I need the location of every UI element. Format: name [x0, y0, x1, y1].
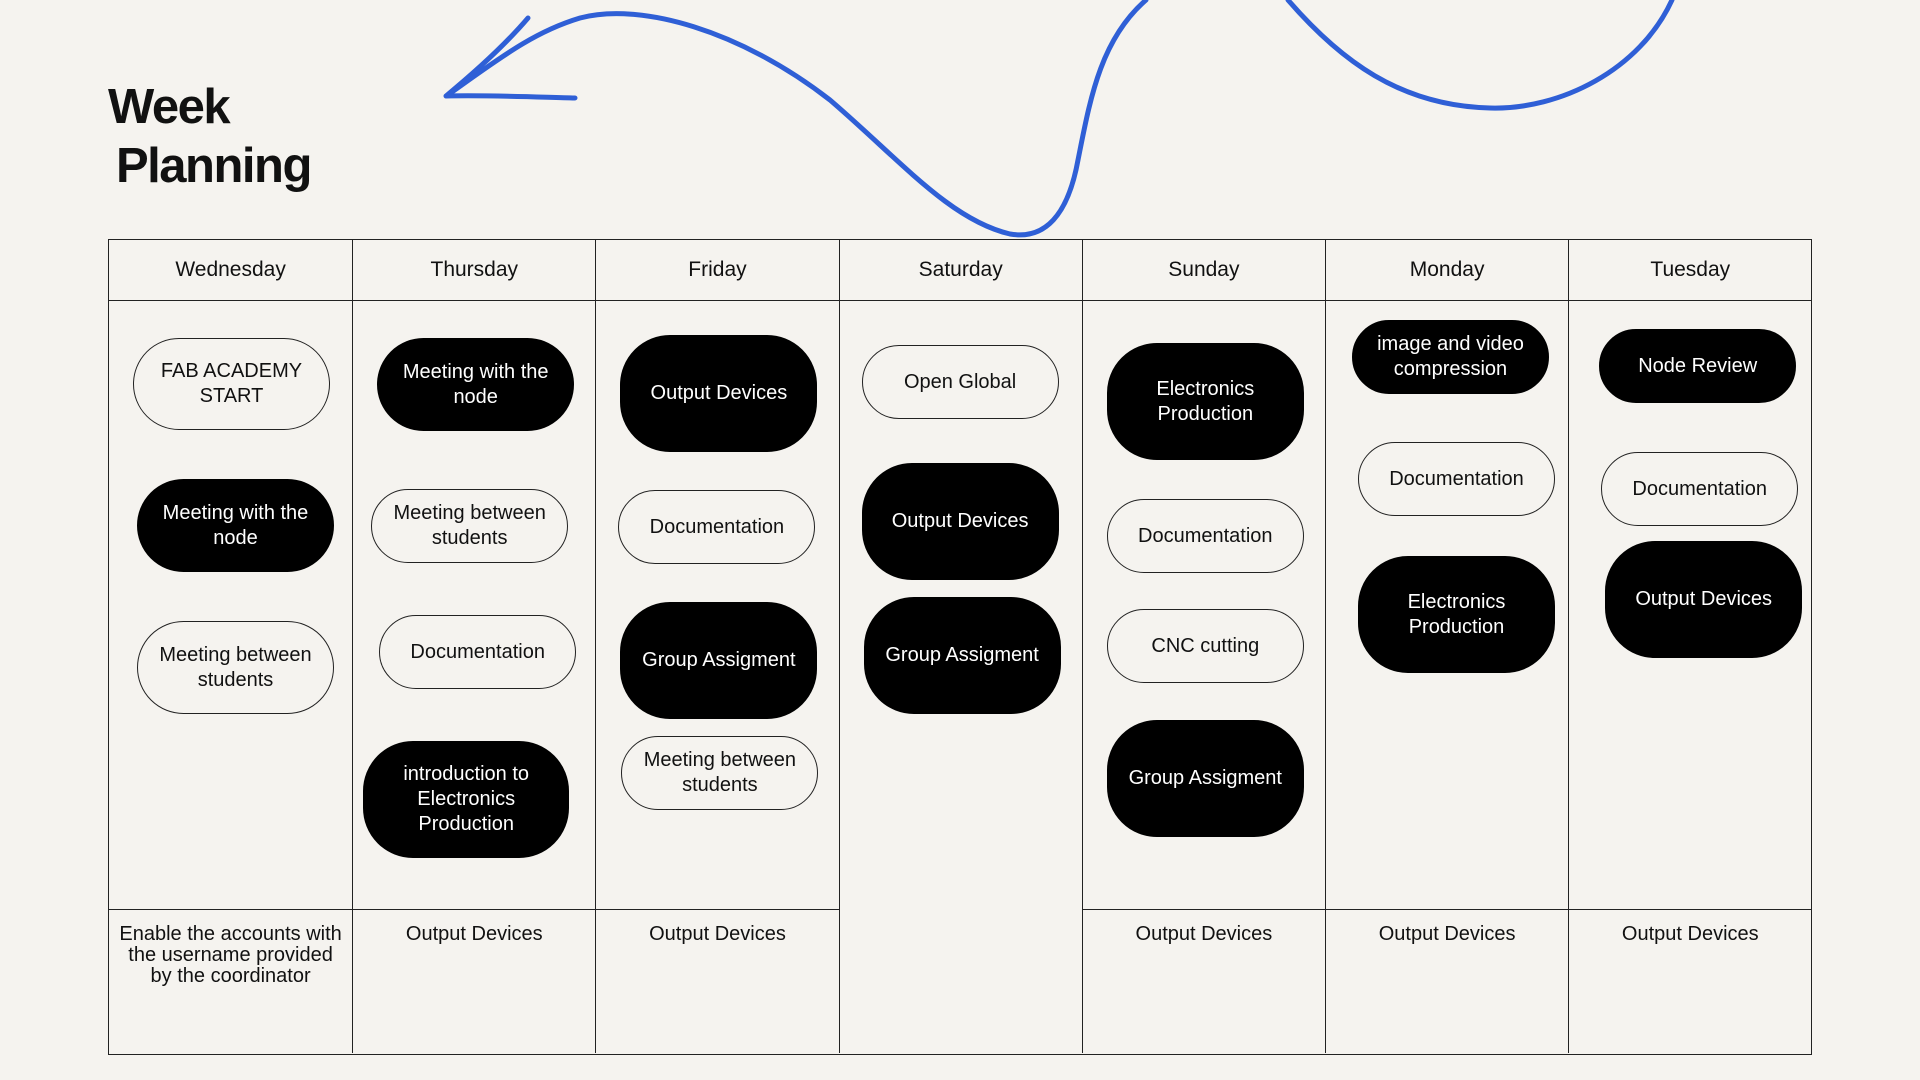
task-pill: Output Devices [620, 335, 818, 452]
week-planning-grid: Wednesday FAB ACADEMY START Meeting with… [108, 239, 1812, 1055]
task-pill: Group Assigment [863, 597, 1061, 714]
day-header: Thursday [353, 240, 596, 301]
day-footer-note: Output Devices [1621, 923, 1759, 945]
task-pill: Open Global [861, 345, 1059, 419]
task-pill: FAB ACADEMY START [133, 338, 330, 430]
task-pill: Documentation [1601, 452, 1799, 526]
task-pill: image and video compression [1352, 320, 1549, 394]
task-pill: Output Devices [1605, 541, 1803, 658]
task-pill: Meeting between students [621, 736, 819, 810]
day-column-saturday: Saturday Open Global Output Devices Grou… [838, 240, 1082, 1053]
task-pill: introduction to Electronics Production [363, 741, 570, 858]
footer-divider [1082, 909, 1325, 910]
task-pill: Group Assigment [1106, 720, 1304, 837]
task-pill: Node Review [1599, 329, 1797, 403]
footer-divider [596, 909, 839, 910]
day-header: Sunday [1082, 240, 1325, 301]
page-title: Week Planning [108, 78, 312, 196]
task-pill: Electronics Production [1358, 556, 1555, 673]
task-pill: Meeting between students [371, 489, 569, 563]
squiggle-stroke [449, 0, 1149, 238]
task-pill: Group Assigment [620, 602, 818, 719]
day-header: Tuesday [1569, 240, 1812, 301]
day-header: Wednesday [109, 240, 353, 301]
footer-divider [353, 909, 596, 910]
title-line-2: Planning [116, 139, 312, 193]
day-header: Friday [596, 240, 839, 301]
day-column-tuesday: Tuesday Node Review Documentation Output… [1568, 240, 1812, 1053]
day-header: Monday [1326, 240, 1569, 301]
task-pill: Documentation [1358, 442, 1555, 516]
task-pill: Documentation [618, 490, 816, 564]
task-pill: Meeting between students [137, 621, 334, 714]
day-column-sunday: Sunday Electronics Production Documentat… [1081, 240, 1325, 1053]
day-header: Saturday [839, 240, 1082, 301]
title-line-1: Week [108, 80, 231, 134]
day-column-monday: Monday image and video compression Docum… [1325, 240, 1569, 1053]
day-column-thursday: Thursday Meeting with the node Meeting b… [352, 240, 596, 1053]
task-pill: CNC cutting [1106, 609, 1304, 683]
task-pill: Output Devices [861, 463, 1059, 580]
day-footer-note: Output Devices [1135, 923, 1273, 945]
footer-divider [1569, 909, 1812, 910]
day-column-wednesday: Wednesday FAB ACADEMY START Meeting with… [109, 240, 353, 1053]
squiggle-stroke [1285, 0, 1675, 111]
day-footer-note: Output Devices [1378, 923, 1516, 945]
footer-divider [1326, 909, 1569, 910]
task-pill: Meeting with the node [377, 338, 575, 431]
day-footer-note: Output Devices [405, 923, 543, 945]
task-pill: Meeting with the node [137, 479, 334, 572]
task-pill: Documentation [379, 615, 577, 689]
day-footer-note: Enable the accounts with the username pr… [119, 923, 342, 987]
task-pill: Electronics Production [1106, 343, 1304, 460]
day-column-friday: Friday Output Devices Documentation Grou… [595, 240, 839, 1053]
footer-divider [109, 909, 353, 910]
arrow-head-stroke [443, 15, 578, 101]
day-footer-note: Output Devices [649, 923, 786, 945]
task-pill: Documentation [1106, 499, 1304, 573]
